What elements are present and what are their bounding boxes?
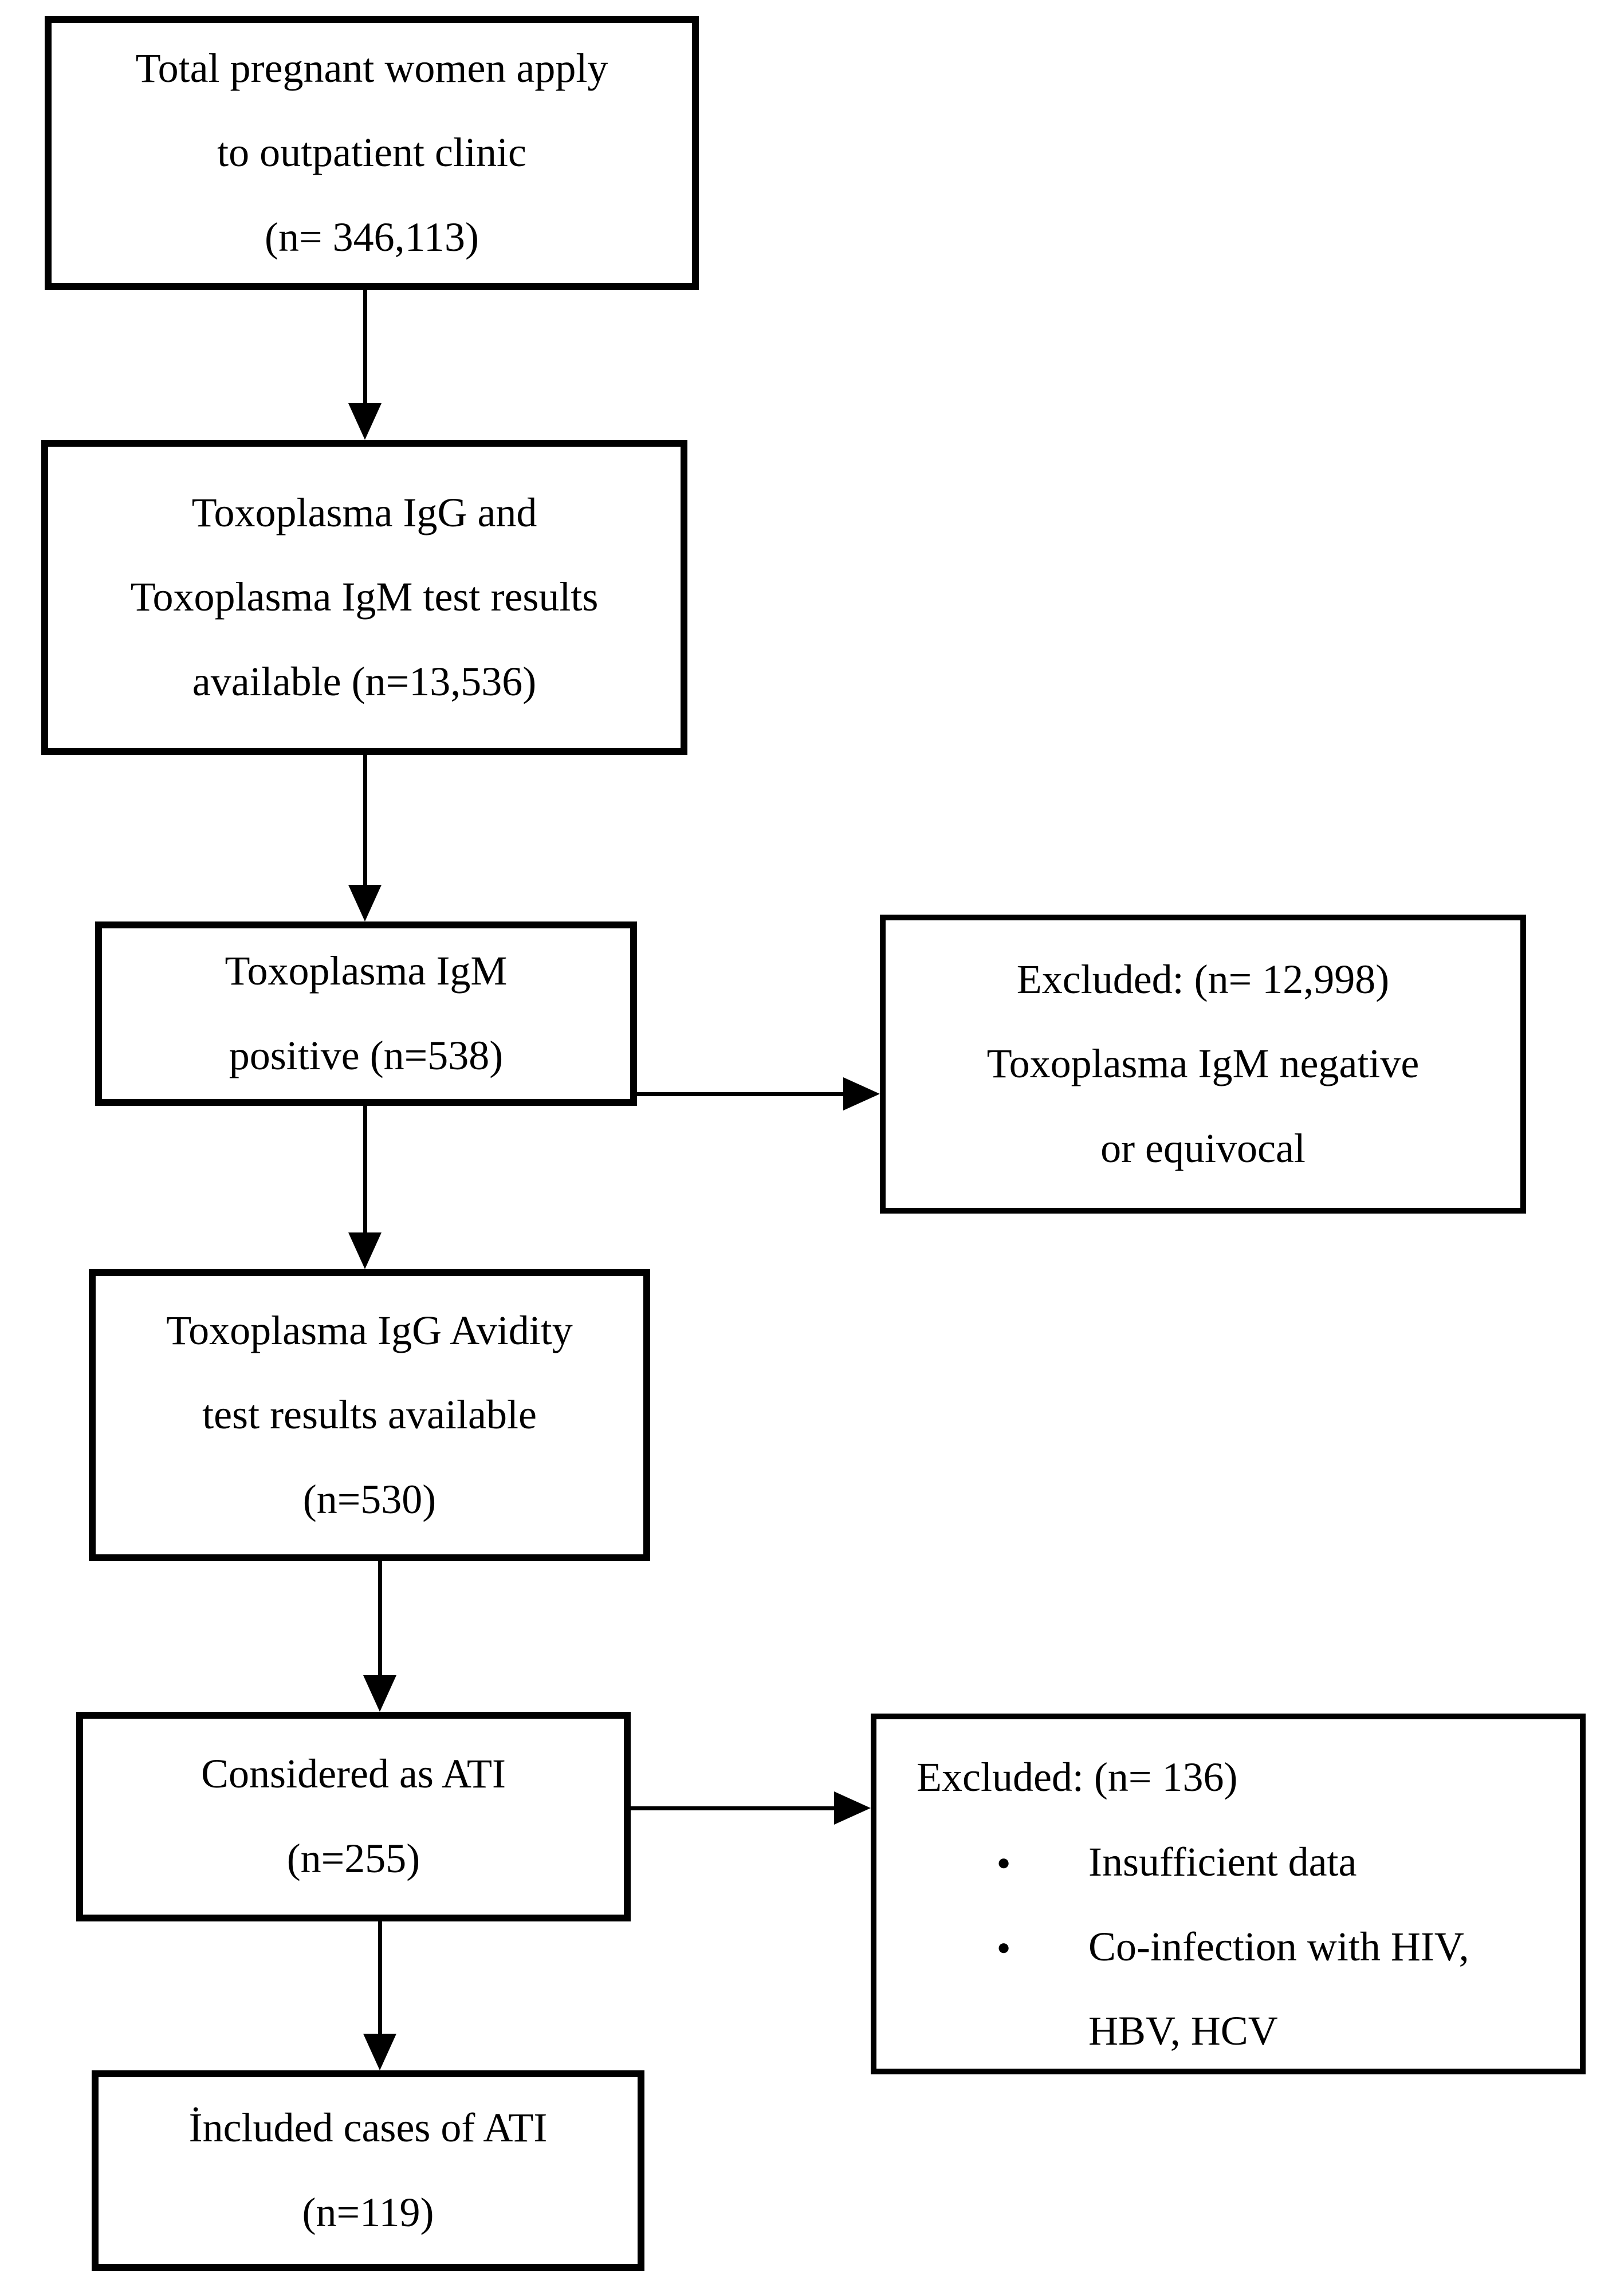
bullet-text: Insufficient data — [1088, 1838, 1357, 1885]
bullet-text: Co-infection with HIV, HBV, HCV — [1088, 1923, 1469, 2054]
arrow-line — [378, 1921, 382, 2036]
arrowhead-down-icon — [363, 1675, 396, 1712]
arrowhead-right-icon — [843, 1077, 880, 1110]
box-text: Toxoplasma IgG Avidity test results avai… — [166, 1307, 573, 1522]
arrowhead-down-icon — [348, 403, 382, 440]
arrow-line — [637, 1092, 846, 1096]
box-text: İncluded cases of ATI (n=119) — [188, 2105, 548, 2235]
arrow-line — [363, 755, 367, 887]
excluded-ati-heading: Excluded: (n= 136) — [917, 1754, 1238, 1800]
bullet-item: ● Co-infection with HIV, HBV, HCV — [997, 1905, 1469, 2074]
box-text: Considered as ATI (n=255) — [201, 1751, 506, 1881]
excluded-ati-bullet-list: ● Insufficient data ● Co-infection with … — [917, 1820, 1469, 2074]
box-total-pregnant-women: Total pregnant women apply to outpatient… — [45, 16, 699, 290]
box-excluded-ati: Excluded: (n= 136) ● Insufficient data ●… — [871, 1714, 1586, 2074]
arrow-line — [363, 1106, 367, 1235]
box-included-ati: İncluded cases of ATI (n=119) — [92, 2070, 644, 2271]
box-text: Toxoplasma IgG and Toxoplasma IgM test r… — [130, 489, 599, 704]
arrow-line — [378, 1561, 382, 1679]
arrow-line — [631, 1806, 835, 1810]
box-text: Toxoplasma IgM positive (n=538) — [225, 948, 508, 1078]
bullet-icon: ● — [997, 1933, 1011, 1960]
bullet-icon: ● — [997, 1849, 1011, 1875]
box-considered-ati: Considered as ATI (n=255) — [76, 1712, 631, 1921]
arrowhead-down-icon — [348, 885, 382, 921]
box-toxoplasma-igm-positive: Toxoplasma IgM positive (n=538) — [95, 921, 637, 1106]
box-igg-avidity-results: Toxoplasma IgG Avidity test results avai… — [89, 1269, 650, 1561]
box-text: Excluded: (n= 12,998) Toxoplasma IgM neg… — [986, 956, 1420, 1171]
arrow-line — [363, 290, 367, 407]
arrowhead-down-icon — [363, 2034, 396, 2070]
bullet-item: ● Insufficient data — [997, 1820, 1469, 1905]
box-text: Total pregnant women apply to outpatient… — [135, 45, 608, 260]
box-toxoplasma-test-results: Toxoplasma IgG and Toxoplasma IgM test r… — [41, 440, 687, 755]
box-excluded-igm-negative: Excluded: (n= 12,998) Toxoplasma IgM neg… — [880, 915, 1526, 1214]
arrowhead-right-icon — [834, 1791, 871, 1825]
arrowhead-down-icon — [348, 1232, 382, 1269]
